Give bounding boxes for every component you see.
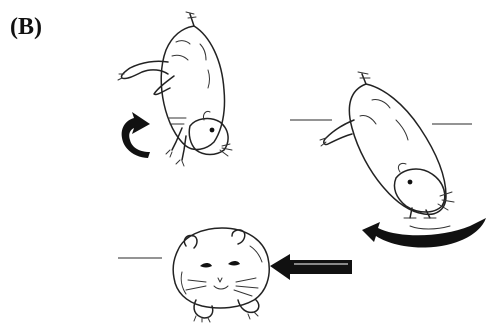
curved-arrow-icon: [362, 218, 486, 248]
straight-arrow-icon: [270, 254, 352, 280]
curved-arrow-icon: [122, 112, 150, 158]
hamster-falling-head-down: [118, 12, 232, 166]
hamster-front-view: [118, 228, 269, 322]
hamster-righting-on-floor: [290, 72, 472, 218]
